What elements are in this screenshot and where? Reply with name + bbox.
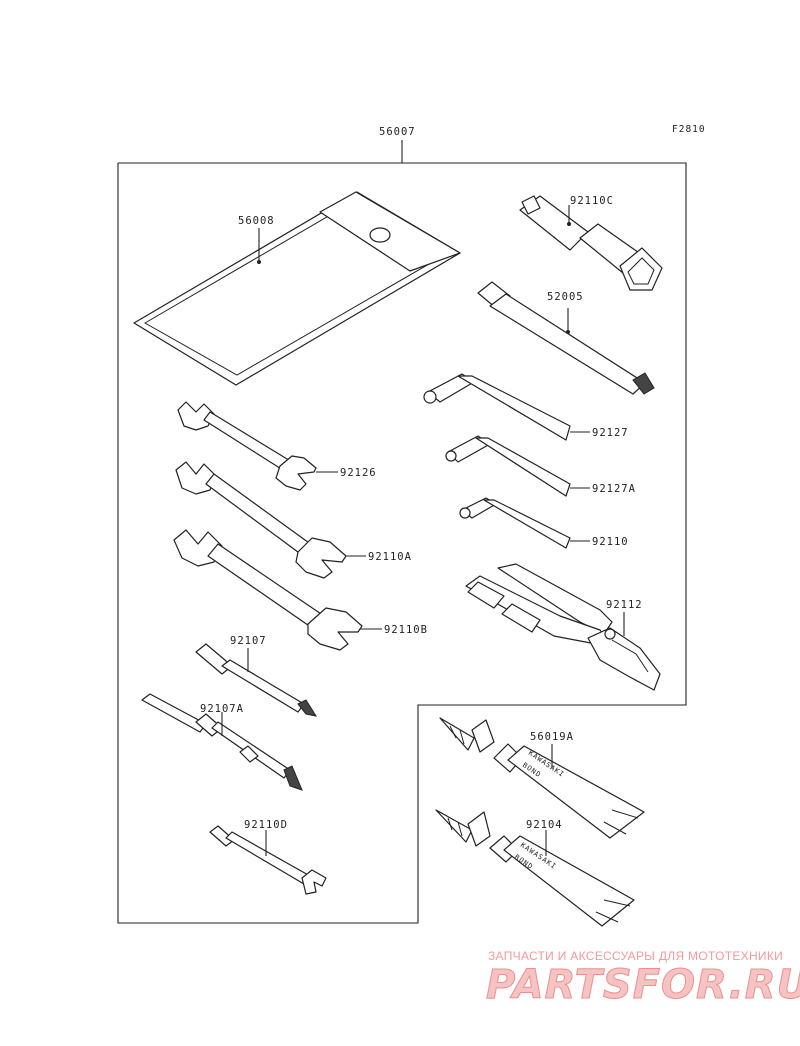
figure-code: F2810 (672, 124, 706, 135)
wrench-small (177, 401, 338, 491)
label-bag: 56008 (238, 215, 275, 227)
assembly-label: 56007 (379, 126, 416, 138)
screwdriver-bit (195, 643, 318, 717)
label-screwdriver-handle: 52005 (547, 291, 584, 303)
label-hex-key-large: 92127 (592, 427, 629, 439)
tool-bag (133, 191, 461, 386)
watermark-logo: PARTSFOR.RU (486, 962, 800, 1009)
wrench-large (173, 529, 382, 651)
label-bond-tube-a: 56019A (530, 731, 574, 743)
screwdriver-handle (477, 281, 655, 395)
label-wrench-small: 92126 (340, 467, 377, 479)
spoke-wrench (209, 825, 327, 895)
plug-wrench (519, 195, 663, 291)
pliers (465, 563, 661, 691)
label-screwdriver-bit: 92107 (230, 635, 267, 647)
label-plug-wrench: 92110C (570, 195, 614, 207)
label-hex-key-medium: 92127A (592, 483, 636, 495)
label-wrench-medium: 92110A (368, 551, 412, 563)
hex-key-small (459, 497, 590, 549)
label-spoke-wrench: 92110D (244, 819, 288, 831)
label-wrench-large: 92110B (384, 624, 428, 636)
bond-tube-a: KAWASAKI BOND (439, 717, 645, 839)
label-pliers: 92112 (606, 599, 643, 611)
watermark-tagline: ЗАПЧАСТИ И АКСЕССУАРЫ ДЛЯ МОТОТЕХНИКИ (488, 949, 784, 963)
wrench-medium (175, 461, 366, 579)
screwdriver-double (141, 693, 303, 791)
label-hex-key-small: 92110 (592, 536, 629, 548)
label-bond-tube-b: 92104 (526, 819, 563, 831)
assembly-outline (117, 140, 687, 924)
hex-key-large (423, 373, 590, 441)
hex-key-medium (445, 435, 590, 497)
bond-tube-b: KAWASAKI BOND (435, 809, 635, 927)
label-screwdriver-double: 92107A (200, 703, 244, 715)
